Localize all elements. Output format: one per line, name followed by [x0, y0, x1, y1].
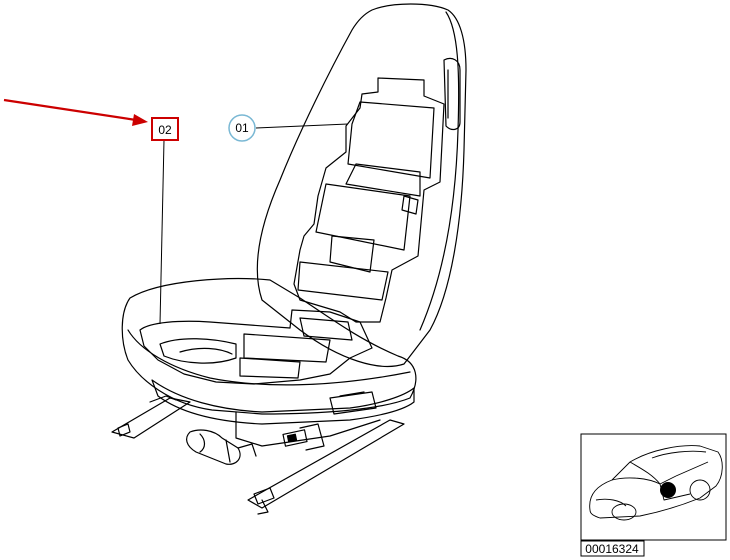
inset-id-tag: 00016324 [580, 540, 645, 557]
callout-02[interactable]: 02 [151, 117, 179, 325]
callout-01-label: 01 [235, 121, 249, 135]
car-outline [589, 445, 723, 519]
callout-02-label: 02 [158, 123, 172, 137]
seat-rail-left [111, 397, 191, 439]
seat-switch [282, 429, 308, 447]
seat-illustration [111, 3, 467, 515]
backrest-heating-mat [293, 77, 445, 323]
inset-car-view [580, 433, 727, 541]
callout-02-box [151, 117, 179, 141]
seat-heating-mat [139, 309, 373, 385]
inset-frame [580, 433, 727, 541]
seat-base [151, 379, 415, 425]
callout-01[interactable]: 01 [228, 114, 349, 142]
seat-cushion-outline [121, 277, 417, 415]
seat-location-marker [660, 482, 676, 498]
inset-id-label: 00016324 [585, 542, 639, 556]
backrest-outline [256, 3, 467, 367]
seat-motor [186, 429, 241, 465]
pointer-arrow [3, 98, 148, 126]
seat-rail-right [247, 419, 405, 509]
callout-01-circle [228, 114, 256, 142]
